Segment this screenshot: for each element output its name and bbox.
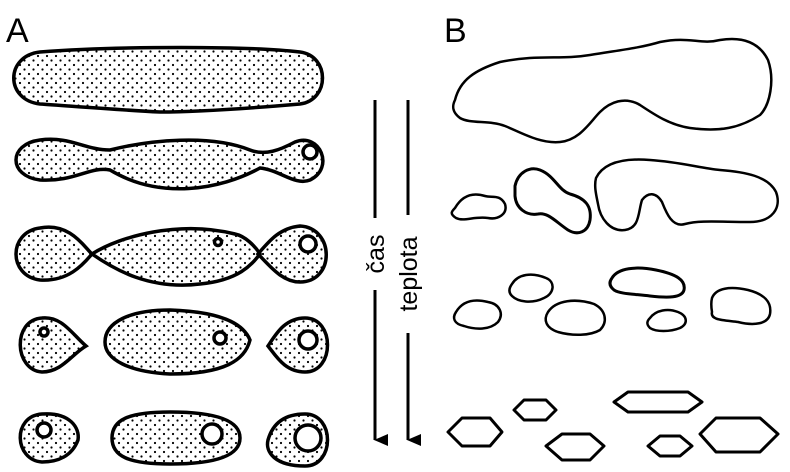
grain-row3-b	[509, 275, 552, 302]
pore-stage-4-right	[299, 331, 317, 349]
pore-stage-3-small	[215, 239, 222, 246]
pore-stage-5-middle	[202, 424, 222, 444]
rod-stage-2	[16, 139, 323, 188]
grain-row4-d	[614, 392, 702, 412]
rod-stage-3a	[16, 227, 92, 280]
grain-row2-b	[515, 169, 590, 233]
grain-row4-f	[700, 418, 778, 452]
panel-a-label: A	[6, 12, 29, 50]
panel-a-pores	[37, 145, 321, 451]
panel-b-label: B	[444, 12, 467, 50]
drop-stage-4a	[20, 318, 86, 372]
rod-stage-3c	[258, 226, 326, 282]
rod-stage-1	[14, 48, 323, 113]
rod-stage-3b	[92, 229, 260, 285]
pore-stage-3	[300, 236, 316, 252]
grain-row3-c	[546, 301, 605, 335]
grain-row2-c	[595, 160, 778, 231]
pore-stage-5-left	[37, 423, 51, 437]
panel-b	[448, 39, 778, 460]
grain-row3-e	[647, 310, 685, 331]
temperature-label: teplota	[395, 236, 423, 311]
pore-stage-2	[303, 145, 317, 159]
drop-stage-4c	[268, 318, 328, 372]
grain-row4-a	[448, 418, 502, 446]
grain-aggregate-large	[453, 39, 771, 142]
time-label: čas	[362, 235, 390, 274]
panel-a	[14, 48, 328, 467]
grain-row3-a	[454, 300, 501, 328]
grain-row3-f	[711, 288, 770, 324]
pore-stage-4-middle	[214, 332, 226, 344]
grain-row3-d	[610, 268, 684, 297]
drop-stage-4b	[105, 310, 250, 374]
grain-row2-a	[452, 195, 506, 220]
drop-stage-5a	[20, 414, 78, 462]
pore-stage-4-left	[40, 328, 48, 336]
pore-stage-5-right	[295, 425, 321, 451]
grain-row4-b	[514, 400, 556, 420]
grain-row4-c	[546, 434, 604, 460]
grain-row4-e	[648, 436, 692, 456]
